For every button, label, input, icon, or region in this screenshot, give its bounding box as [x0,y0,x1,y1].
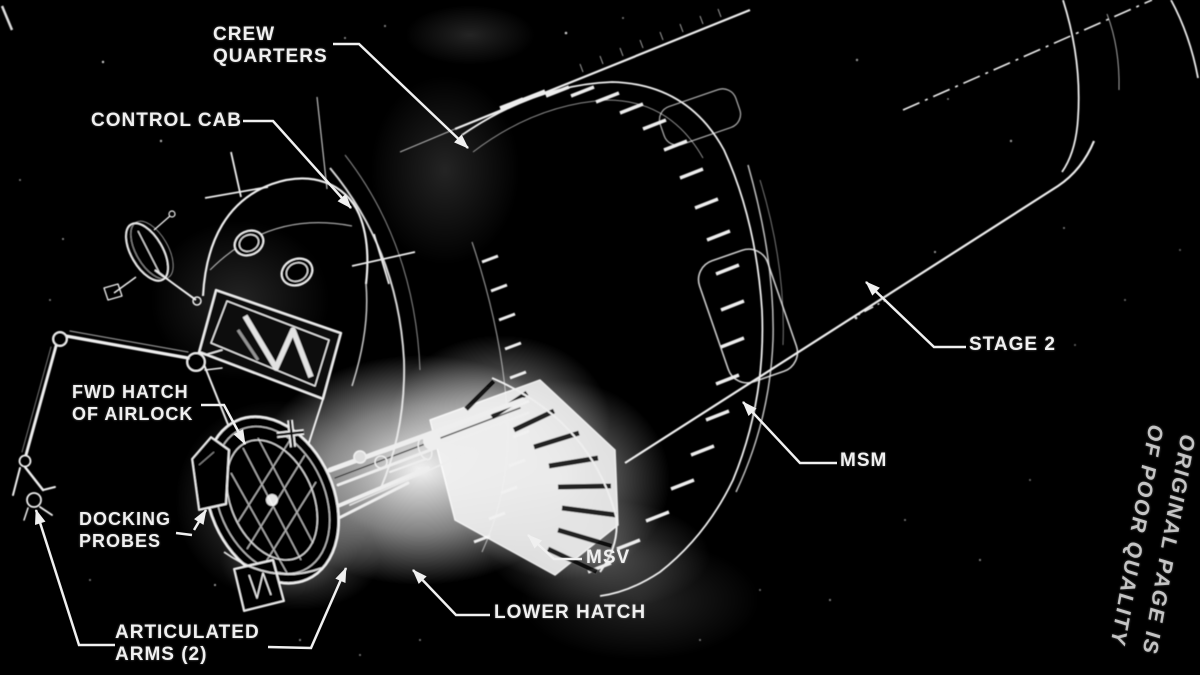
control-cab-module [197,96,421,491]
label-msv: MSV [586,547,631,568]
windshield-reflection [242,314,314,378]
centerline [844,0,1153,323]
corner-blemish [0,5,14,31]
control-cab-leader [243,119,352,209]
fwd-hatch-leader [201,403,247,445]
label-fwd-hatch-of-airlock: FWD HATCH OF AIRLOCK [72,382,194,424]
ring-louvers [499,85,745,574]
label-lower-hatch: LOWER HATCH [494,602,647,623]
msm-leader [742,401,837,465]
dish-antenna [103,210,202,306]
label-crew-quarters: CREW QUARTERS [213,24,328,67]
docking-probes-leader [192,509,208,531]
cross-marking [276,419,305,448]
label-stage-2: STAGE 2 [969,334,1056,355]
articulated-arms-right-leader [267,567,348,650]
lower-hatch-leader [412,569,490,617]
docking-probes-dash [175,531,193,537]
stage2-cylinder [399,0,1199,464]
antenna-masts [204,96,416,285]
top-edge-ticks [579,8,722,73]
crew-quarters-leader [333,42,469,149]
articulated-arm [12,330,223,521]
label-docking-probes: DOCKING PROBES [79,509,171,551]
film-speckles [0,5,1181,656]
msv-adapter-cone [429,377,619,576]
label-articulated-arms: ARTICULATED ARMS (2) [115,622,260,665]
articulated-arms-left-leader [34,509,115,647]
msv-leader [527,534,582,561]
callout-leaders [34,42,966,650]
label-msm: MSM [840,450,888,471]
msm-corrugated-ring [461,81,784,597]
docking-probe-housing [191,436,230,511]
arm-grabber [12,465,56,521]
stage2-leader [865,281,966,349]
label-control-cab: CONTROL CAB [91,110,243,131]
